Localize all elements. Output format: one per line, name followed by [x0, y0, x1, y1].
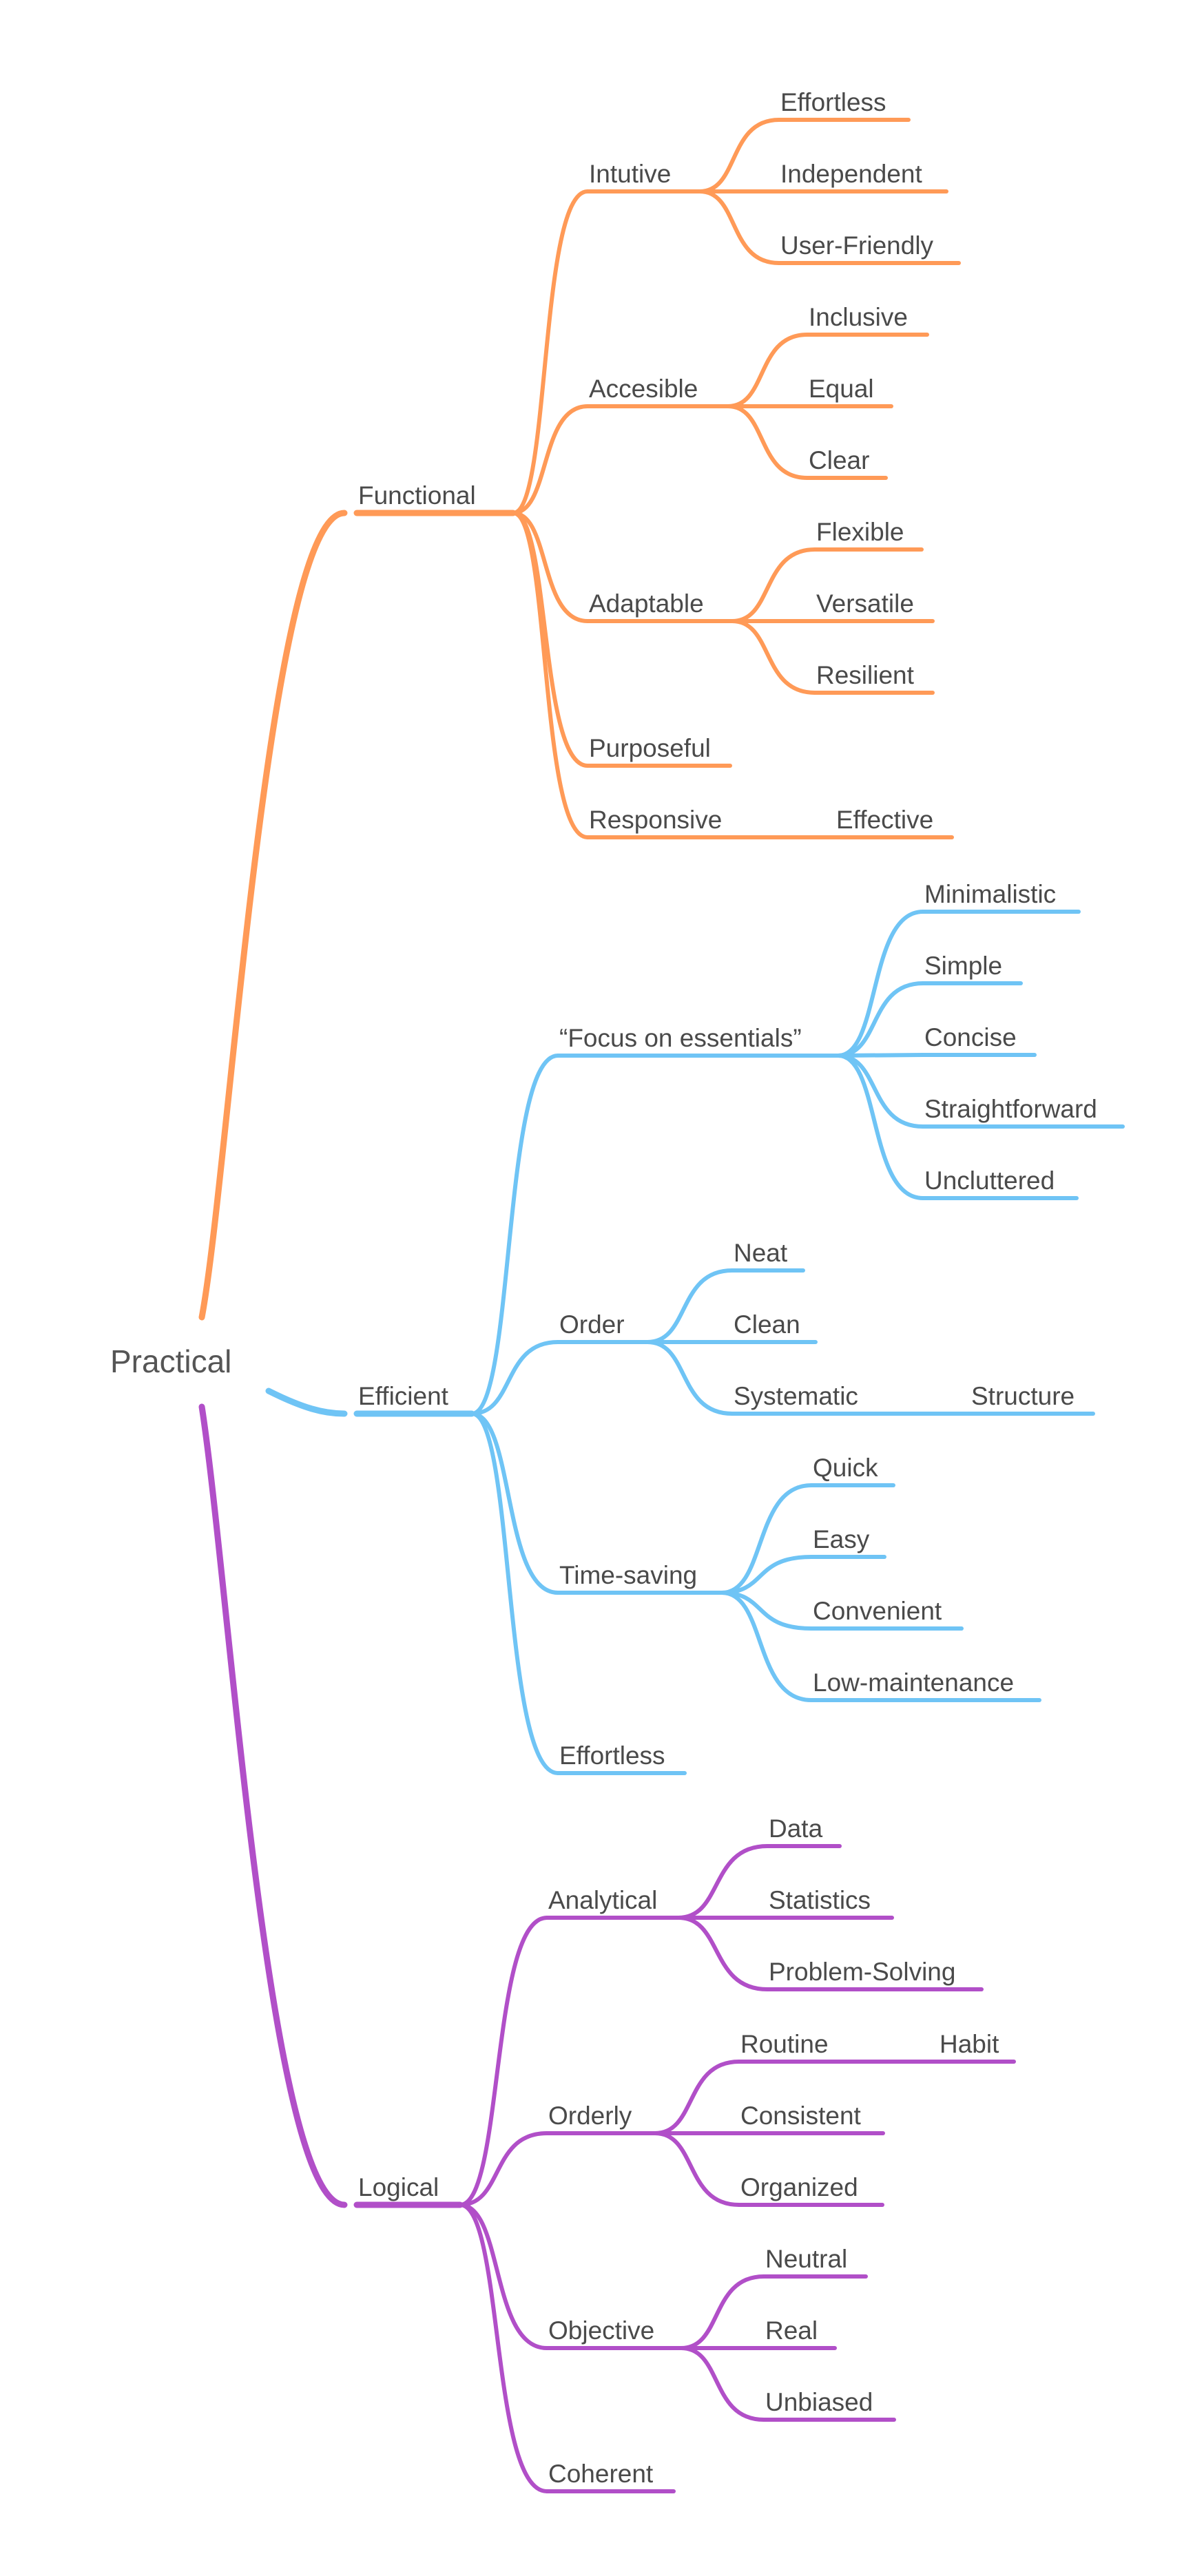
node-time-saving[interactable]: Time-saving	[559, 1561, 697, 1589]
node-flexible[interactable]: Flexible	[816, 518, 904, 546]
node-routine[interactable]: Routine	[740, 2030, 829, 2058]
connector-analytical	[458, 1916, 549, 2207]
node-adaptable[interactable]: Adaptable	[589, 589, 704, 618]
node-focus[interactable]: “Focus on essentials”	[559, 1024, 802, 1052]
node-systematic[interactable]: Systematic	[734, 1382, 858, 1410]
connector-convenient	[720, 1591, 813, 1631]
node-effective[interactable]: Effective	[836, 806, 933, 834]
node-effortless-2[interactable]: Effortless	[559, 1741, 665, 1770]
connector-resilient	[730, 619, 817, 695]
node-logical[interactable]: Logical	[358, 2173, 439, 2201]
connector-responsive	[511, 511, 590, 839]
node-simple[interactable]: Simple	[924, 952, 1002, 980]
connector-concise	[836, 1053, 925, 1058]
node-clear[interactable]: Clear	[809, 446, 869, 474]
connector-objective	[458, 2203, 549, 2350]
connector-unbiased	[679, 2346, 766, 2422]
connector-root-logical	[198, 1403, 348, 2208]
node-real[interactable]: Real	[765, 2316, 818, 2345]
node-independent[interactable]: Independent	[780, 160, 922, 188]
node-intutive[interactable]: Intutive	[589, 160, 671, 188]
connector-easy	[720, 1555, 813, 1595]
connector-routine	[653, 2060, 741, 2135]
node-order[interactable]: Order	[559, 1310, 625, 1339]
node-minimalistic[interactable]: Minimalistic	[924, 880, 1056, 908]
connector-minimalistic	[836, 910, 925, 1058]
node-coherent[interactable]: Coherent	[548, 2460, 654, 2488]
node-consistent[interactable]: Consistent	[740, 2102, 862, 2130]
connector-intutive	[511, 189, 590, 515]
node-convenient[interactable]: Convenient	[813, 1597, 942, 1625]
connector-low-maintenance	[720, 1591, 813, 1702]
node-objective[interactable]: Objective	[548, 2316, 654, 2345]
node-efficient[interactable]: Efficient	[358, 1382, 449, 1410]
node-clean[interactable]: Clean	[734, 1310, 800, 1339]
node-statistics[interactable]: Statistics	[769, 1886, 871, 1914]
connector-problem-solving	[676, 1916, 769, 1991]
node-uncluttered[interactable]: Uncluttered	[924, 1166, 1055, 1195]
mind-map-labels: Practical FunctionalIntutiveEffortlessIn…	[110, 88, 1097, 2488]
connector-effortless-1	[698, 118, 781, 193]
connector-focus	[470, 1054, 560, 1416]
connector-inclusive	[726, 333, 809, 408]
connector-quick	[720, 1483, 813, 1595]
node-accesible[interactable]: Accesible	[589, 375, 698, 403]
node-responsive[interactable]: Responsive	[589, 806, 722, 834]
node-neutral[interactable]: Neutral	[765, 2245, 847, 2273]
node-organized[interactable]: Organized	[740, 2173, 858, 2201]
node-data[interactable]: Data	[769, 1814, 823, 1843]
node-habit[interactable]: Habit	[940, 2030, 999, 2058]
connector-adaptable	[511, 511, 590, 623]
connector-flexible	[730, 547, 817, 623]
node-unbiased[interactable]: Unbiased	[765, 2388, 873, 2416]
node-easy[interactable]: Easy	[813, 1525, 870, 1553]
connector-time-saving	[470, 1412, 560, 1595]
node-equal[interactable]: Equal	[809, 375, 874, 403]
connector-simple	[836, 981, 925, 1058]
connector-systematic	[645, 1340, 734, 1416]
connector-clear	[726, 404, 809, 480]
node-orderly[interactable]: Orderly	[548, 2102, 632, 2130]
connector-user-friendly	[698, 189, 781, 265]
connector-organized	[653, 2131, 741, 2207]
connector-neutral	[679, 2274, 766, 2350]
node-purposeful[interactable]: Purposeful	[589, 734, 711, 762]
node-neat[interactable]: Neat	[734, 1239, 788, 1267]
connector-order	[470, 1340, 560, 1416]
node-practical[interactable]: Practical	[110, 1343, 231, 1379]
connector-root-efficient	[265, 1388, 348, 1417]
node-problem-solving[interactable]: Problem-Solving	[769, 1958, 955, 1986]
node-straightforward[interactable]: Straightforward	[924, 1095, 1097, 1123]
node-concise[interactable]: Concise	[924, 1023, 1017, 1051]
node-user-friendly[interactable]: User-Friendly	[780, 231, 934, 260]
node-versatile[interactable]: Versatile	[816, 589, 914, 618]
connector-neat	[645, 1268, 734, 1344]
connector-effortless-2	[470, 1412, 560, 1775]
connector-orderly	[458, 2131, 549, 2207]
node-effortless-1[interactable]: Effortless	[780, 88, 886, 116]
connector-uncluttered	[836, 1054, 925, 1200]
node-structure[interactable]: Structure	[971, 1382, 1075, 1410]
node-inclusive[interactable]: Inclusive	[809, 303, 908, 331]
node-resilient[interactable]: Resilient	[816, 661, 915, 689]
connector-data	[676, 1844, 769, 1920]
connector-coherent	[458, 2203, 549, 2493]
mind-map-links	[198, 118, 1125, 2493]
connector-accesible	[511, 404, 590, 515]
connector-straightforward	[836, 1054, 925, 1129]
node-quick[interactable]: Quick	[813, 1454, 878, 1482]
connector-root-functional	[198, 510, 348, 1321]
node-analytical[interactable]: Analytical	[548, 1886, 657, 1914]
node-low-maintenance[interactable]: Low-maintenance	[813, 1668, 1014, 1697]
node-functional[interactable]: Functional	[358, 481, 476, 510]
